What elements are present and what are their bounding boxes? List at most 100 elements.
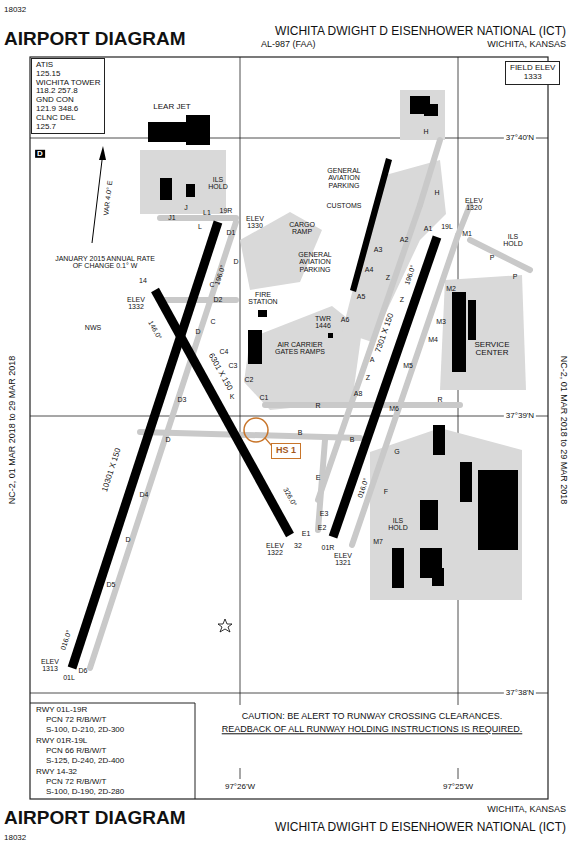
map-label: ELEV 1321 [329, 552, 357, 567]
node-text: FIELD ELEV [510, 64, 555, 73]
taxiway-label: C1 [260, 394, 269, 401]
map-label: S-125, D-240, 2D-400 [46, 757, 124, 765]
node-text: GND CON [36, 96, 100, 105]
map-label: 146.0° [147, 319, 163, 340]
node-text: ATIS [36, 61, 100, 70]
map-label: 18032 [4, 834, 26, 842]
taxiway-label: D [233, 258, 238, 265]
map-label: WICHITA DWIGHT D EISENHOWER NATIONAL (IC… [275, 25, 566, 38]
taxiway-label: M7 [373, 538, 383, 545]
map-label: CUSTOMS [327, 202, 362, 209]
map-label: 97°25'W [441, 783, 475, 791]
taxiway-label: D6 [79, 667, 88, 674]
map-label: AIRPORT DIAGRAM [4, 808, 186, 828]
map-label: READBACK OF ALL RUNWAY HOLDING INSTRUCTI… [222, 725, 523, 734]
taxiway-label: D1 [227, 229, 236, 236]
map-label: PCN 66 R/B/W/T [46, 747, 106, 755]
taxiway-label: L [198, 223, 202, 230]
map-label: GENERAL AVIATION PARKING [315, 167, 373, 189]
map-label: JANUARY 2015 ANNUAL RATE OF CHANGE 0.1° … [53, 255, 158, 270]
node-text: 121.9 348.6 [36, 105, 100, 114]
runway-01r-19l [333, 237, 437, 537]
node-text: 1333 [510, 73, 555, 82]
map-label: LEAR JET [153, 103, 190, 111]
map-label: AIR CARRIER GATES RAMPS [272, 341, 328, 356]
taxiway-label: A1 [424, 225, 433, 232]
runways [72, 222, 437, 668]
map-label: S-100, D-190, 2D-280 [46, 788, 124, 796]
map-label: 196.0° [213, 264, 226, 286]
map-label: WICHITA, KANSAS [487, 805, 566, 814]
map-label: PCN 72 R/B/W/T [46, 778, 106, 786]
taxiway-label: J [184, 204, 188, 211]
map-label: 37°39'N [504, 412, 536, 420]
map-label: RWY 01L-19R [36, 706, 87, 714]
taxiway-label: P [490, 254, 495, 261]
taxiway-label: M3 [436, 318, 446, 325]
taxiway-label: A3 [374, 246, 383, 253]
taxiway-label: C2 [245, 376, 254, 383]
node-text: WICHITA TOWER [36, 79, 100, 88]
taxiway-label: R [437, 396, 442, 403]
map-label: 01L [63, 674, 75, 681]
map-label: FIRE STATION [243, 291, 283, 306]
taxiway-label: M5 [403, 362, 413, 369]
map-label: ILS HOLD [204, 176, 232, 191]
map-label: WICHITA DWIGHT D EISENHOWER NATIONAL (IC… [275, 821, 566, 834]
taxiway-label: B [350, 436, 355, 443]
map-label: PCN 72 R/B/W/T [46, 716, 106, 724]
map-label: CARGO RAMP [284, 221, 320, 236]
map-label: 32 [294, 542, 302, 549]
map-label: 19L [441, 223, 453, 230]
map-label: CAUTION: BE ALERT TO RUNWAY CROSSING CLE… [242, 712, 503, 721]
map-label: 19R [220, 207, 233, 214]
taxiway-label: E [316, 474, 321, 481]
taxiway-label: C [209, 281, 214, 288]
taxiway-label: M2 [446, 285, 456, 292]
taxiway-label: J1 [168, 214, 175, 221]
map-label: RWY 14-32 [36, 768, 77, 776]
hot-spot-circle [244, 418, 268, 442]
taxiway-label: Z [400, 296, 404, 303]
taxiway-label: H [434, 189, 439, 196]
taxiway-label: M1 [462, 230, 472, 237]
node-text: HS 1 [276, 446, 296, 456]
map-label: 37°40'N [504, 134, 536, 142]
map-label: TWR 1446 [311, 315, 335, 330]
map-label: 016.0° [59, 629, 72, 651]
map-label: ILS HOLD [384, 517, 412, 532]
map-label: ELEV 1320 [460, 197, 488, 212]
taxiway-label: E2 [318, 524, 327, 531]
taxiway-label: A5 [357, 293, 366, 300]
taxiway-label: E3 [320, 510, 329, 517]
map-label: WICHITA, KANSAS [487, 40, 566, 49]
taxiway-label: A6 [341, 316, 350, 323]
map-label: NWS [85, 324, 101, 331]
hot-spot-box: HS 1 [271, 443, 301, 459]
map-label: RWY 01R-19L [36, 737, 87, 745]
runway-14-32 [155, 290, 290, 535]
map-label: 14 [139, 277, 147, 284]
map-label: ELEV 1330 [241, 215, 269, 230]
map-label: 01R [322, 544, 335, 551]
frame [30, 57, 548, 799]
taxiway-label: A2 [400, 236, 409, 243]
node-text: CLNC DEL [36, 114, 100, 123]
map-label: ELEV 1313 [36, 658, 64, 673]
taxiway-label: A [370, 356, 375, 363]
map-label: VAR 4.0° E [102, 180, 114, 216]
map-label: 10301 X 150 [101, 447, 123, 493]
taxiway-label: P [513, 273, 518, 280]
taxiway-label: K [230, 393, 235, 400]
taxiway-label: C3 [229, 362, 238, 369]
map-label: 97°26'W [223, 783, 257, 791]
buildings [148, 96, 518, 588]
taxiway-label: B [298, 429, 303, 436]
taxiway-label: D3 [178, 396, 187, 403]
taxiway-label: D2 [214, 296, 223, 303]
taxiway-label: D4 [140, 491, 149, 498]
taxiway-label: C [210, 318, 215, 325]
taxiway-label: E1 [302, 530, 311, 537]
runway-01l-19r [72, 222, 218, 668]
frequency-box: ATIS125.15WICHITA TOWER118.2 257.8GND CO… [31, 58, 105, 134]
